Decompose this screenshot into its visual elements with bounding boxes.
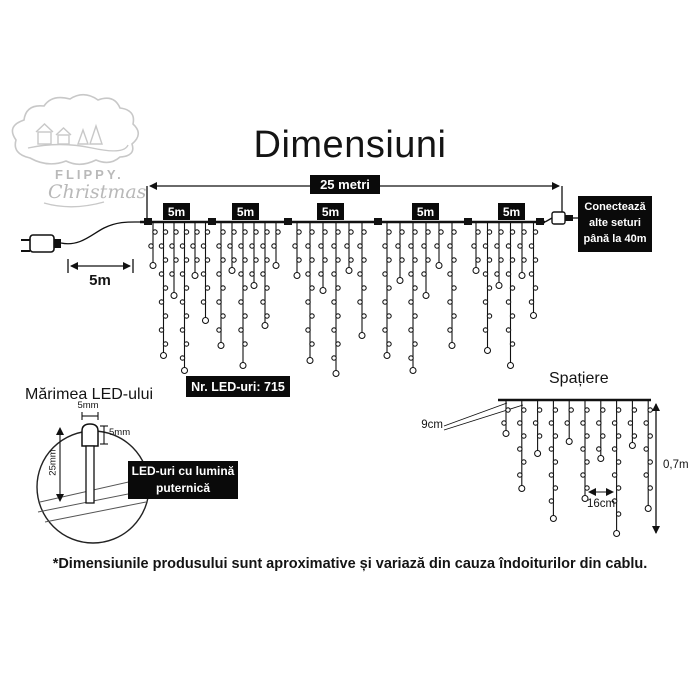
spacing-diagram-lines xyxy=(443,398,660,534)
segment-length-label: 5m xyxy=(163,203,190,220)
led-count-badge: Nr. LED-uri: 715 xyxy=(186,376,290,397)
led-brightness-note: LED-uri cu lumină puternică xyxy=(128,461,238,499)
brand-name: FLIPPY. xyxy=(55,167,124,182)
led-tube-shape xyxy=(85,445,95,504)
segment-length-label: 5m xyxy=(412,203,439,220)
segment-length-label: 5m xyxy=(498,203,525,220)
connect-sets-note: Conectează alte seturi până la 40m xyxy=(578,196,652,252)
spacing-top-gap-label: 9cm xyxy=(421,419,443,431)
spacing-section-title: Spațiere xyxy=(549,370,609,387)
segment-length-label: 5m xyxy=(317,203,344,220)
spacing-led-gap-label: 16cm xyxy=(586,498,616,510)
total-length-label: 25 metri xyxy=(310,175,380,194)
led-length-label: 25mm xyxy=(47,449,59,476)
led-size-section-title: Mărimea LED-ului xyxy=(25,386,154,403)
led-head-label: 5mm xyxy=(109,427,131,438)
led-bulb-shape xyxy=(81,423,99,447)
brand-logo: FLIPPY. Christmas xyxy=(11,93,147,208)
spacing-height-label: 0,7m xyxy=(663,459,689,471)
disclaimer-footnote: *Dimensiunile produsului sunt aproximati… xyxy=(52,556,648,572)
lead-length-label: 5m xyxy=(89,272,111,289)
brand-sub-name: Christmas xyxy=(48,181,147,203)
icicle-strands xyxy=(148,223,653,538)
power-plug-drawing xyxy=(21,221,142,273)
end-connector-drawing xyxy=(544,211,579,225)
segment-length-label: 5m xyxy=(232,203,259,220)
page-title: Dimensiuni xyxy=(253,124,447,166)
led-width-label: 5mm xyxy=(77,400,99,411)
winter-village-sketch xyxy=(27,123,129,152)
cable-connector-clips xyxy=(144,218,544,225)
